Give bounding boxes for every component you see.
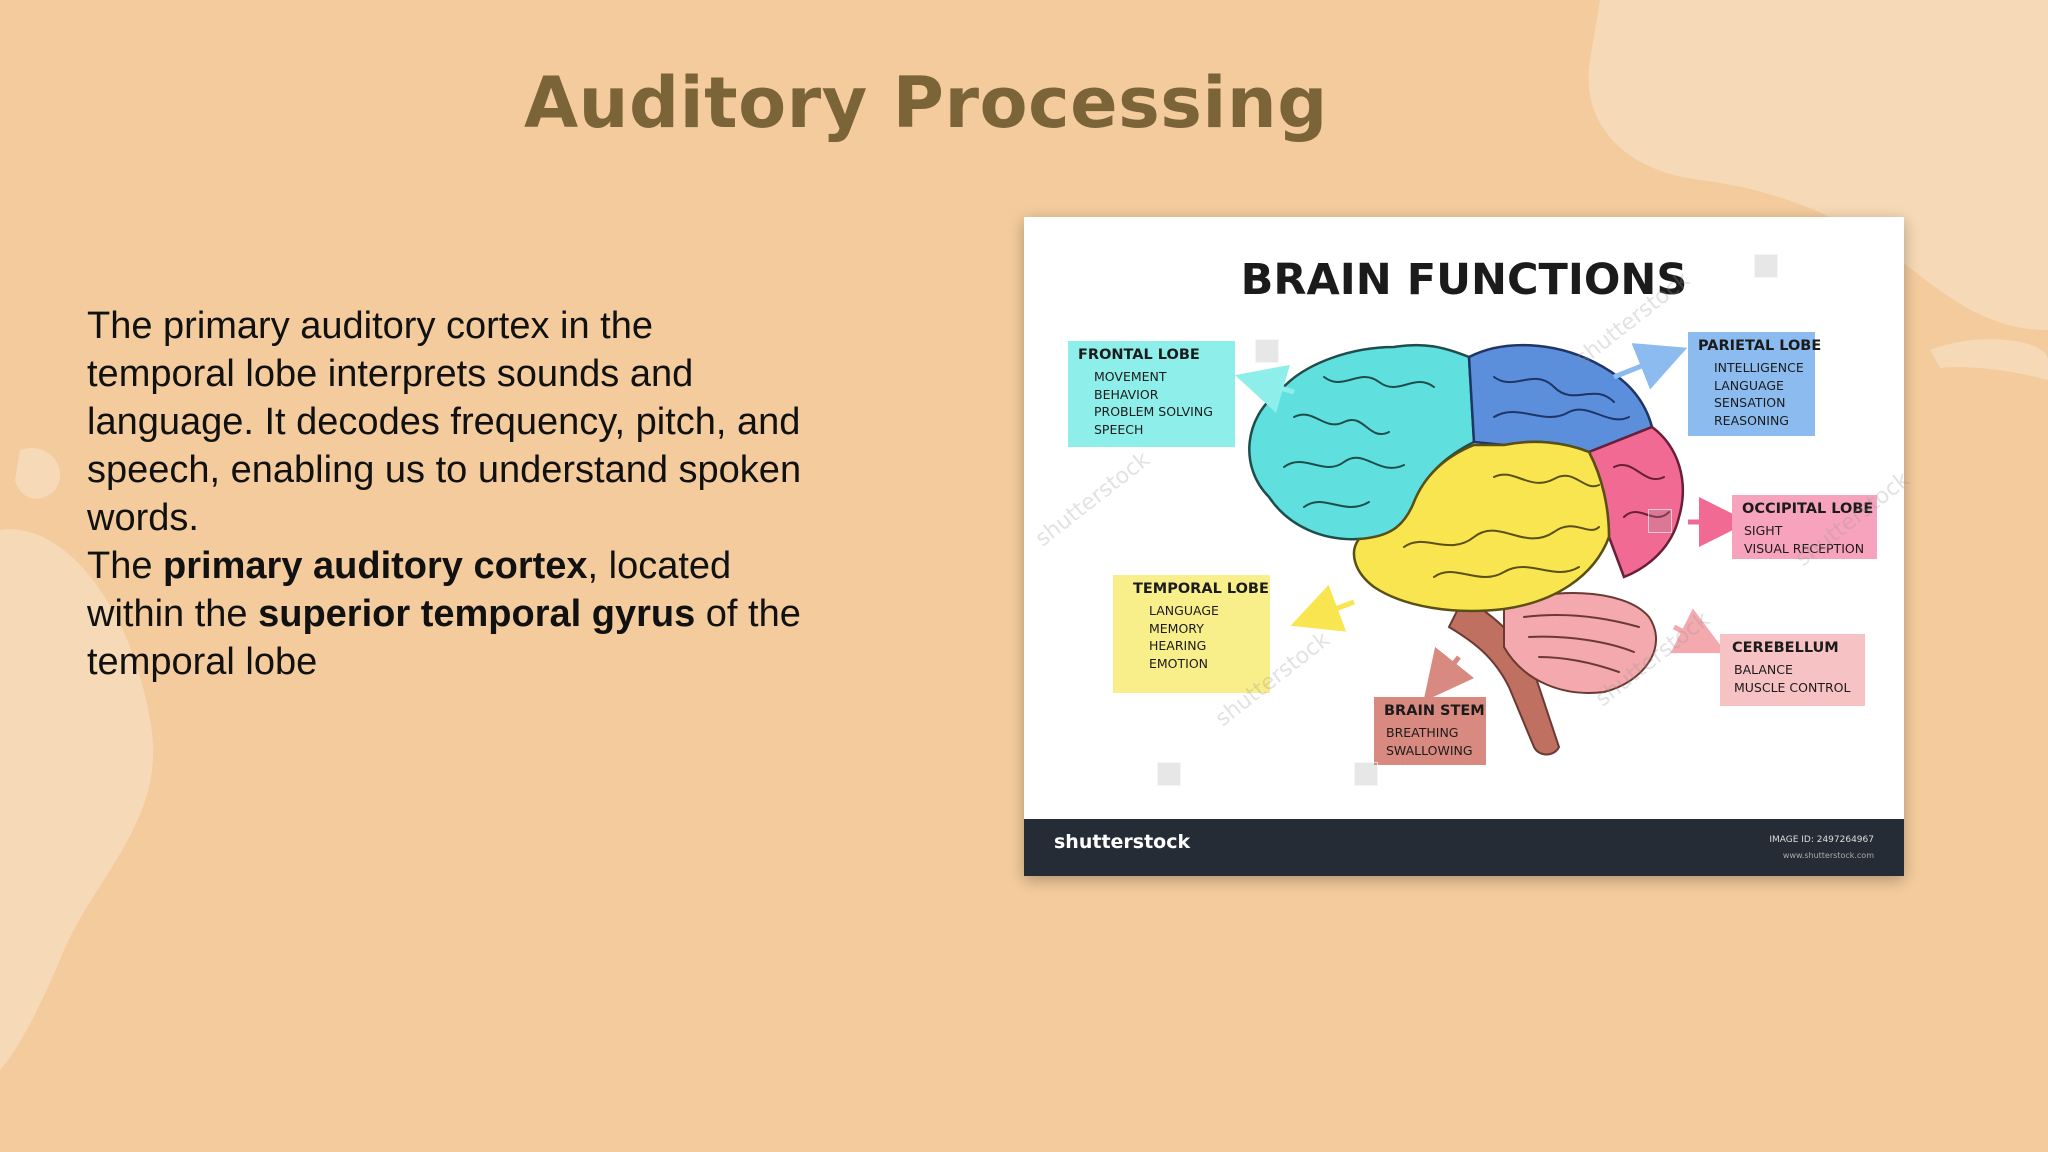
body-text-run: of the temporal lobe <box>87 593 801 683</box>
arrow-temporal <box>1290 584 1355 632</box>
label-occipital-lobe: OCCIPITAL LOBE SIGHT VISUAL RECEPTION <box>1732 495 1877 559</box>
body-text-run: , located within the <box>87 545 732 635</box>
label-heading: FRONTAL LOBE <box>1078 347 1200 363</box>
body-text-run: The <box>87 545 164 587</box>
image-id-text: IMAGE ID: 2497264967 <box>1769 835 1874 845</box>
label-frontal-lobe: FRONTAL LOBE MOVEMENT BEHAVIOR PROBLEM S… <box>1068 341 1235 447</box>
label-item: BEHAVIOR <box>1094 386 1159 402</box>
label-item: SWALLOWING <box>1386 742 1473 758</box>
label-heading: BRAIN STEM <box>1384 703 1485 719</box>
label-item: SPEECH <box>1094 421 1144 437</box>
background-blob-small-left <box>15 448 61 499</box>
watermark-square <box>1255 339 1279 363</box>
label-item: BREATHING <box>1386 725 1459 740</box>
label-parietal-lobe: PARIETAL LOBE INTELLIGENCE LANGUAGE SENS… <box>1688 332 1822 436</box>
site-url-text: www.shutterstock.com <box>1782 851 1874 860</box>
label-item: SENSATION <box>1714 395 1786 410</box>
background-blob-right <box>1930 339 2048 380</box>
body-paragraph-1: The primary auditory cortex in the tempo… <box>87 305 802 539</box>
watermark-square <box>1754 254 1778 278</box>
label-item: HEARING <box>1149 638 1207 653</box>
label-item: MUSCLE CONTROL <box>1734 679 1851 695</box>
label-item: MEMORY <box>1149 620 1204 636</box>
cerebellum-shape <box>1503 592 1657 694</box>
label-item: PROBLEM SOLVING <box>1094 404 1213 419</box>
label-item: LANGUAGE <box>1149 603 1219 618</box>
label-item: EMOTION <box>1149 655 1209 671</box>
label-item: INTELLIGENCE <box>1714 360 1804 375</box>
parietal-lobe-shape <box>1467 343 1654 454</box>
arrow-parietal <box>1613 343 1688 390</box>
label-heading: TEMPORAL LOBE <box>1133 581 1269 597</box>
slide-body-text: The primary auditory cortex in the tempo… <box>87 302 807 686</box>
figure-title: BRAIN FUNCTIONS <box>1240 255 1688 305</box>
watermark-square <box>1157 762 1181 786</box>
body-bold-term: primary auditory cortex <box>163 545 588 587</box>
figure-footer-bar: shutterstock IMAGE ID: 2497264967 www.sh… <box>1024 819 1904 876</box>
label-heading: OCCIPITAL LOBE <box>1742 501 1874 517</box>
label-cerebellum: CEREBELLUM BALANCE MUSCLE CONTROL <box>1720 634 1865 706</box>
watermark-square <box>1354 762 1378 786</box>
shutterstock-logo: shutterstock <box>1054 831 1191 853</box>
label-item: BALANCE <box>1734 662 1793 677</box>
label-temporal-lobe: TEMPORAL LOBE LANGUAGE MEMORY HEARING EM… <box>1113 575 1270 693</box>
body-paragraph-2: The primary auditory cortex, located wit… <box>87 542 807 686</box>
label-item: VISUAL RECEPTION <box>1744 540 1865 556</box>
label-brain-stem: BRAIN STEM BREATHING SWALLOWING <box>1374 697 1486 765</box>
label-heading: CEREBELLUM <box>1732 640 1839 656</box>
brain-functions-figure: BRAIN FUNCTIONS <box>1024 217 1915 876</box>
label-item: LANGUAGE <box>1714 377 1784 393</box>
label-item: SIGHT <box>1744 523 1783 538</box>
slide-title: Auditory Processing <box>524 62 1328 144</box>
body-bold-term: superior temporal gyrus <box>258 593 696 635</box>
label-item: REASONING <box>1714 412 1789 428</box>
temporal-lobe-shape <box>1352 440 1611 613</box>
label-item: MOVEMENT <box>1094 369 1167 384</box>
brain-gyri-lines <box>1283 376 1670 673</box>
label-heading: PARIETAL LOBE <box>1698 338 1822 354</box>
brain-illustration <box>1234 343 1749 756</box>
watermark-square <box>1648 509 1672 533</box>
arrow-frontal <box>1234 364 1295 413</box>
arrow-cerebellum <box>1670 608 1727 654</box>
arrow-brainstem <box>1423 646 1475 702</box>
